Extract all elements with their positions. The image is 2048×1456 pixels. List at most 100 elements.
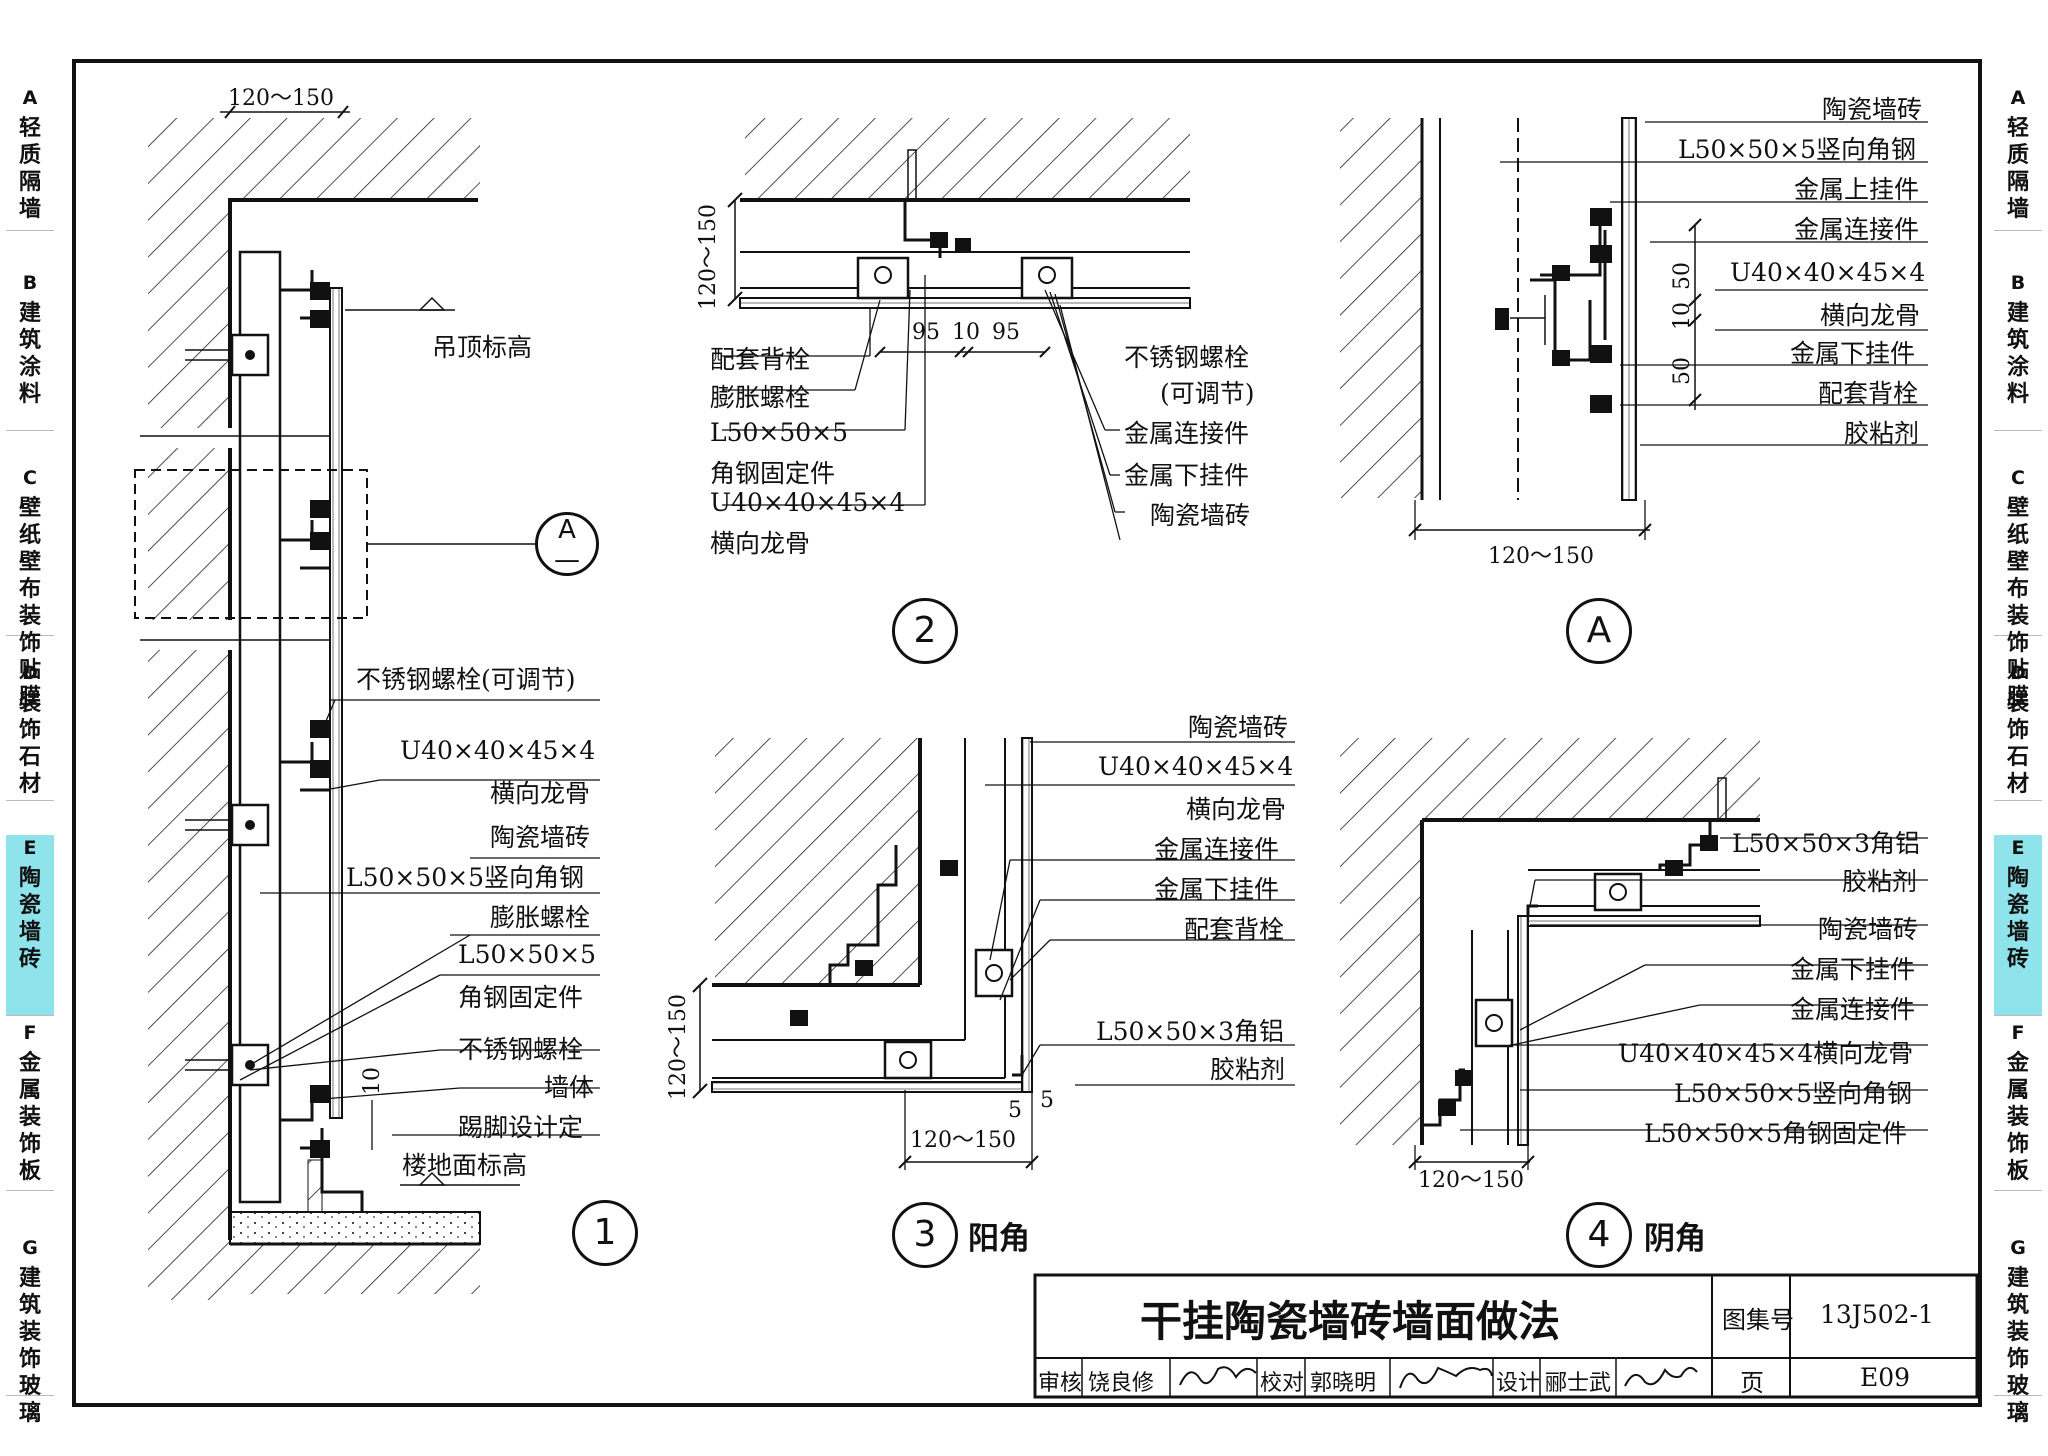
detail4-marker: 4 <box>1566 1202 1632 1268</box>
detail1-marker: 1 <box>572 1200 638 1266</box>
check-label: 校对 <box>1260 1371 1305 1396</box>
detailA-label-8: 胶粘剂 <box>1844 419 1920 448</box>
label-ceiling-elevation: 吊顶标高 <box>432 333 533 362</box>
side-tab-b-right[interactable]: B 建筑涂料 <box>1994 270 2042 431</box>
detail2-dim-95a: 95 <box>912 320 940 345</box>
side-tab-code: E <box>2011 837 2025 859</box>
callout-A-marker: A— <box>535 512 599 576</box>
side-tab-code: E <box>23 837 37 859</box>
detail3-dim-bottom: 120～150 <box>910 1128 1016 1153</box>
detailA-label-3: 金属连接件 <box>1794 215 1920 244</box>
page-number: E09 <box>1860 1363 1911 1392</box>
detailA-dim-10: 10 <box>1670 302 1695 330</box>
designer-name: 郦士武 <box>1545 1371 1612 1396</box>
label-expansion-bolt: 膨胀螺栓 <box>490 903 591 932</box>
detail3-label-2: 横向龙骨 <box>1186 795 1287 824</box>
detail2-label-2: L50×50×5 <box>710 418 849 447</box>
detail2-right-1: (可调节) <box>1160 379 1255 408</box>
side-tab-code: G <box>2010 1237 2026 1259</box>
detailA-dim-50b: 50 <box>1670 357 1695 385</box>
label-angle-steel: L50×50×5 <box>458 940 597 969</box>
detail4-caption: 阴角 <box>1644 1221 1706 1257</box>
side-tab-code: D <box>2010 662 2026 684</box>
detail4-label-7: L50×50×5角钢固定件 <box>1644 1119 1908 1148</box>
side-tab-g-left[interactable]: G 建筑装饰玻璃 <box>6 1235 54 1426</box>
detail2-label-0: 配套背栓 <box>710 345 811 374</box>
label-wall: 墙体 <box>544 1073 595 1102</box>
label-horizontal-rail: 横向龙骨 <box>490 779 591 808</box>
detail-1-drawing <box>134 105 600 1300</box>
detail4-label-1: 胶粘剂 <box>1842 867 1918 896</box>
detail2-right-3: 金属下挂件 <box>1124 461 1250 490</box>
label-u-channel: U40×40×45×4 <box>400 736 596 765</box>
detail2-label-4: U40×40×45×4 <box>710 488 906 517</box>
detail2-dim-95b: 95 <box>992 320 1020 345</box>
detailA-label-1: L50×50×5竖向角钢 <box>1678 135 1917 164</box>
detail2-dim-side: 120～150 <box>696 204 721 310</box>
side-tab-name: 陶瓷墙砖 <box>2006 866 2029 972</box>
detail2-label-5: 横向龙骨 <box>710 529 811 558</box>
side-tab-code: A <box>22 87 38 109</box>
detail2-label-1: 膨胀螺栓 <box>710 383 811 412</box>
detail3-marker: 3 <box>892 1202 958 1268</box>
detail4-label-4: 金属连接件 <box>1790 995 1916 1024</box>
detail2-right-4: 陶瓷墙砖 <box>1150 501 1251 530</box>
side-tab-e-right[interactable]: E 陶瓷墙砖 <box>1994 835 2042 1016</box>
label-bolt-adjustable: 不锈钢螺栓(可调节) <box>356 665 576 694</box>
detail3-label-6: L50×50×3角铝 <box>1096 1017 1285 1046</box>
reviewer-name: 饶良修 <box>1088 1371 1155 1396</box>
side-tab-name: 轻质隔墙 <box>2006 116 2029 222</box>
side-tab-d-left[interactable]: D 装饰石材 <box>6 660 54 801</box>
label-angle-fixing: 角钢固定件 <box>458 983 584 1012</box>
side-tab-code: D <box>22 662 38 684</box>
label-floor-elevation: 楼地面标高 <box>402 1151 528 1180</box>
side-tab-name: 建筑涂料 <box>2006 301 2029 407</box>
design-label: 设计 <box>1496 1371 1541 1396</box>
side-tab-code: B <box>2010 272 2026 294</box>
detail2-right-0: 不锈钢螺栓 <box>1124 343 1250 372</box>
side-tab-e-left[interactable]: E 陶瓷墙砖 <box>6 835 54 1016</box>
side-tab-name: 装饰石材 <box>18 691 41 797</box>
label-skirting: 踢脚设计定 <box>458 1113 584 1142</box>
detail4-label-5: U40×40×45×4横向龙骨 <box>1618 1039 1914 1068</box>
detail4-dim-bottom: 120～150 <box>1418 1168 1524 1193</box>
label-stainless-bolt: 不锈钢螺栓 <box>458 1035 584 1064</box>
detailA-marker: A <box>1566 598 1632 664</box>
detail3-dim-5b: 5 <box>1040 1088 1054 1113</box>
atlas-label: 图集号 <box>1722 1306 1794 1334</box>
label-vertical-angle: L50×50×5竖向角钢 <box>346 863 585 892</box>
detailA-label-6: 金属下挂件 <box>1790 339 1916 368</box>
detailA-label-5: 横向龙骨 <box>1820 301 1921 330</box>
detailA-label-0: 陶瓷墙砖 <box>1822 95 1923 124</box>
side-tab-name: 建筑装饰玻璃 <box>18 1266 41 1426</box>
atlas-number: 13J502-1 <box>1820 1300 1934 1329</box>
checker-name: 郭晓明 <box>1310 1371 1377 1396</box>
side-tab-name: 陶瓷墙砖 <box>18 866 41 972</box>
side-tab-name: 建筑涂料 <box>18 301 41 407</box>
detail4-label-0: L50×50×3角铝 <box>1732 829 1921 858</box>
drawing-frame <box>72 59 1982 1407</box>
side-tab-code: G <box>22 1237 38 1259</box>
detail3-caption: 阳角 <box>968 1221 1030 1257</box>
detail4-label-2: 陶瓷墙砖 <box>1818 915 1919 944</box>
review-label: 审核 <box>1038 1371 1083 1396</box>
detail3-label-4: 金属下挂件 <box>1154 875 1280 904</box>
detail3-label-7: 胶粘剂 <box>1210 1055 1286 1084</box>
detailA-dim-bottom: 120～150 <box>1488 544 1594 569</box>
sheet-title: 干挂陶瓷墙砖墙面做法 <box>1140 1297 1561 1346</box>
detail1-dim-10: 10 <box>360 1067 385 1095</box>
detail4-label-6: L50×50×5竖向角钢 <box>1674 1079 1913 1108</box>
detailA-label-2: 金属上挂件 <box>1794 175 1920 204</box>
side-tab-name: 壁纸壁布装饰贴膜 <box>18 496 41 710</box>
detail3-label-3: 金属连接件 <box>1154 835 1280 864</box>
detail2-label-3: 角钢固定件 <box>710 459 836 488</box>
